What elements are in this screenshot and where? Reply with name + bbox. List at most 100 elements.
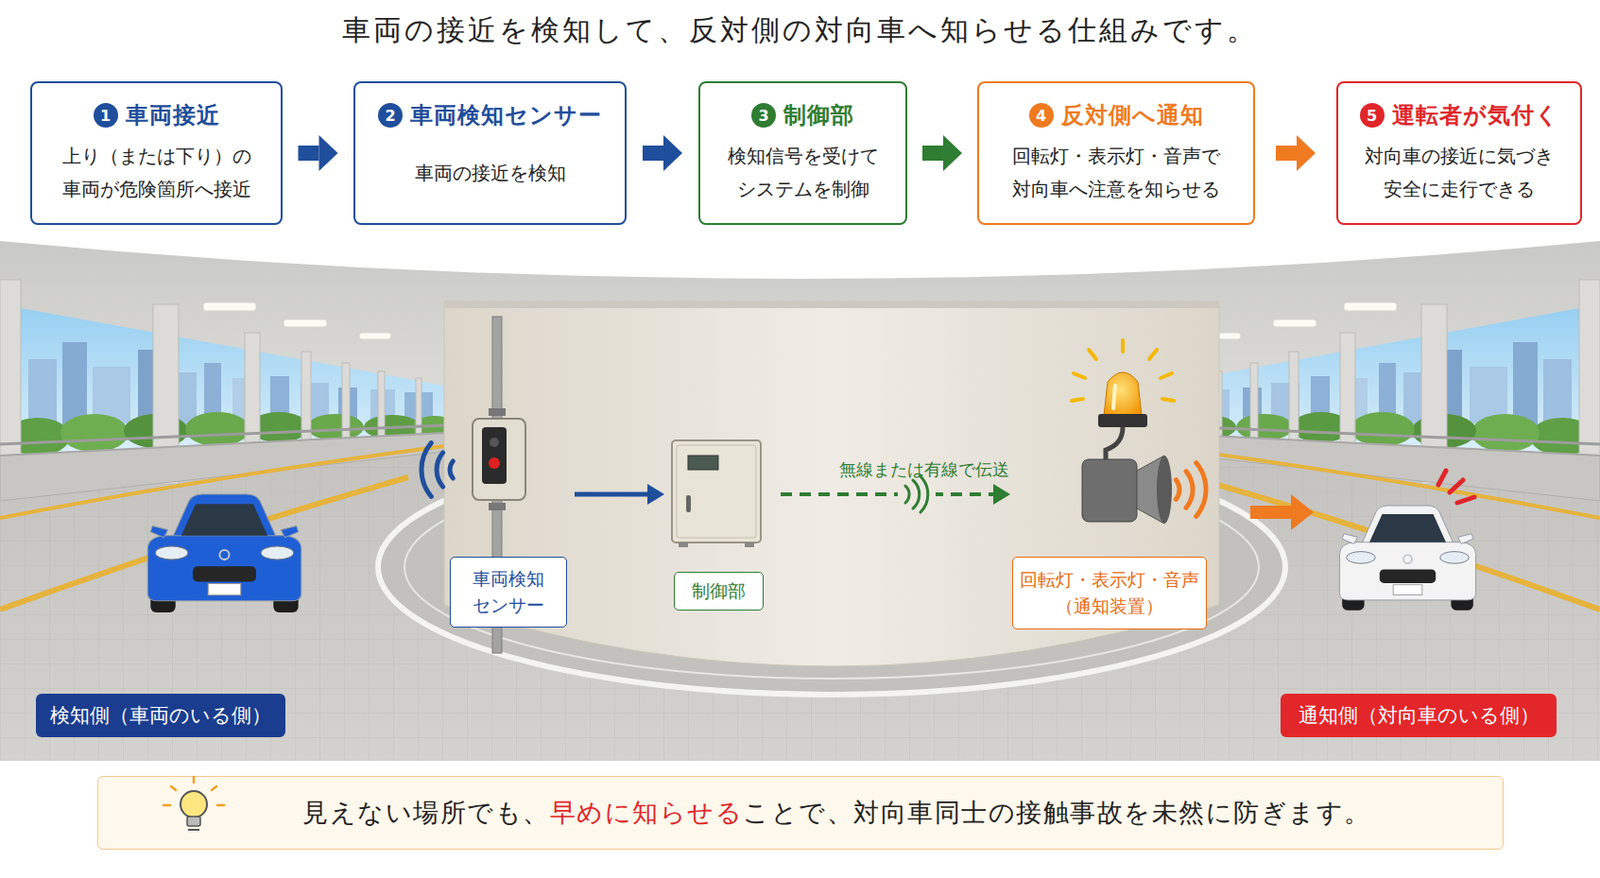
- band-text: 検知側（車両のいる側）: [50, 702, 272, 729]
- garage-illustration: [444, 306, 1220, 667]
- connector: [574, 483, 665, 505]
- control-cabinet: [678, 542, 689, 548]
- step-heading: 制御部: [783, 100, 855, 131]
- side-wall: [168, 372, 197, 425]
- connector: [922, 135, 963, 172]
- sensor-device: [436, 452, 444, 487]
- side-wall: [203, 302, 257, 311]
- arrow-head: [1296, 135, 1316, 172]
- arrow-head: [647, 483, 665, 505]
- connector: [780, 483, 1011, 505]
- side-wall: [204, 362, 222, 426]
- step-header: 5運転者が気付く: [1359, 100, 1560, 131]
- side-band: 検知側（車両のいる側）: [35, 693, 286, 738]
- label-text: 車両検知 センサー: [456, 566, 561, 620]
- label-frame: 制御部: [673, 571, 764, 611]
- step-body-wrap: 対向車の接近に気づき 安全に走行できる: [1338, 130, 1581, 224]
- step-body: 上り（または下り）の 車両が危険箇所へ接近: [41, 139, 272, 207]
- label-text: 制御部: [691, 578, 746, 605]
- edge-label: 無線または有線で伝送: [839, 458, 1010, 482]
- connector: [1275, 135, 1316, 172]
- device-label: 回転灯・表示灯・音声 （通知装置）: [1012, 359, 1207, 630]
- label-frame: 回転灯・表示灯・音声 （通知装置）: [1012, 556, 1207, 630]
- step-heading: 車両検知センサー: [410, 100, 603, 131]
- notify-device: [1082, 459, 1137, 522]
- side-wall: [270, 376, 290, 426]
- step-body: 車両の接近を検知: [414, 156, 567, 190]
- step-body-wrap: 検知信号を受けて システムを制御: [700, 130, 906, 224]
- step-header: 3制御部: [751, 100, 855, 131]
- wireless-icon: [897, 476, 936, 513]
- diagram-title: 車両の接近を検知して、反対側の対向車へ知らせる仕組みです。: [0, 11, 1600, 51]
- side-wall: [232, 378, 258, 426]
- notify-device: [1120, 340, 1125, 352]
- arrow-head: [319, 135, 339, 172]
- side-wall: [342, 362, 350, 450]
- process-box: 5運転者が気付く対向車の接近に気づき 安全に走行できる: [1336, 81, 1583, 225]
- wireless-icon: [920, 476, 929, 513]
- side-wall: [92, 366, 131, 424]
- control-cabinet: [686, 495, 691, 513]
- step-heading: 運転者が気付く: [1392, 100, 1560, 131]
- sensor-device: [488, 457, 500, 469]
- step-body: 対向車の接近に気づき 安全に走行できる: [1347, 139, 1571, 207]
- step-heading: 車両接近: [125, 100, 221, 131]
- step-body: 検知信号を受けて システムを制御: [709, 139, 896, 207]
- arrow-shaft: [298, 145, 320, 161]
- caption-text: 早めに知らせる: [550, 795, 744, 830]
- arrow-head: [663, 135, 683, 172]
- sensor-device: [488, 408, 506, 416]
- arrow-shaft: [922, 145, 944, 161]
- side-wall: [0, 432, 445, 501]
- notify-device: [1186, 471, 1193, 509]
- notify-device: [1071, 398, 1084, 401]
- step-header: 1車両接近: [93, 100, 221, 131]
- oncoming-car: [1340, 505, 1477, 611]
- warning-arrow: [1250, 494, 1314, 531]
- side-wall: [412, 415, 458, 439]
- side-band: 通知側（対向車のいる側）: [1280, 693, 1557, 738]
- label-frame: 車両検知 センサー: [449, 556, 568, 628]
- notify-device: [1149, 349, 1157, 360]
- garage-illustration: [444, 300, 1220, 309]
- notify-device: [1196, 463, 1206, 517]
- callout-number: 4: [1029, 103, 1054, 128]
- side-wall: [185, 412, 250, 447]
- side-wall: [283, 319, 327, 327]
- notify-device: [1071, 340, 1206, 524]
- notify-device: [1073, 373, 1085, 379]
- step-heading: 反対側へ通知: [1061, 100, 1205, 131]
- alert-marks: [1449, 480, 1463, 493]
- side-wall: [301, 351, 311, 454]
- notify-device: [1071, 340, 1174, 401]
- garage-illustration: [378, 439, 1286, 695]
- side-wall: [60, 413, 129, 452]
- side-wall: [244, 332, 260, 461]
- side-wall: [0, 432, 445, 456]
- step-body-wrap: 上り（または下り）の 車両が危険箇所へ接近: [32, 130, 281, 224]
- notify-device: [1113, 385, 1116, 409]
- sensor-device: [481, 427, 507, 484]
- caption-box: 見えない場所でも、早めに知らせることで、対向車同士の接触事故を未然に防ぎます。: [97, 775, 1504, 850]
- step-header: 4 反対側へ通知: [1029, 100, 1205, 131]
- process-box: 3制御部検知信号を受けて システムを制御: [698, 81, 908, 225]
- notify-device: [1175, 480, 1180, 500]
- connector: [298, 135, 339, 172]
- control-cabinet: [671, 440, 761, 543]
- garage-illustration: [0, 240, 1600, 492]
- sensor-device: [488, 502, 506, 511]
- side-wall: [363, 414, 421, 440]
- side-wall: [300, 382, 329, 426]
- alert-marks: [1438, 470, 1446, 485]
- sensor-device: [449, 461, 453, 479]
- device-label: 制御部: [673, 436, 764, 611]
- side-wall: [137, 349, 159, 426]
- device-label: 車両検知 センサー: [449, 406, 568, 630]
- callout-number: 2: [378, 103, 403, 128]
- notify-device: [1098, 413, 1148, 428]
- side-wall: [62, 342, 87, 428]
- control-cabinet: [688, 455, 719, 470]
- side-wall: [153, 304, 179, 484]
- side-wall: [0, 425, 445, 445]
